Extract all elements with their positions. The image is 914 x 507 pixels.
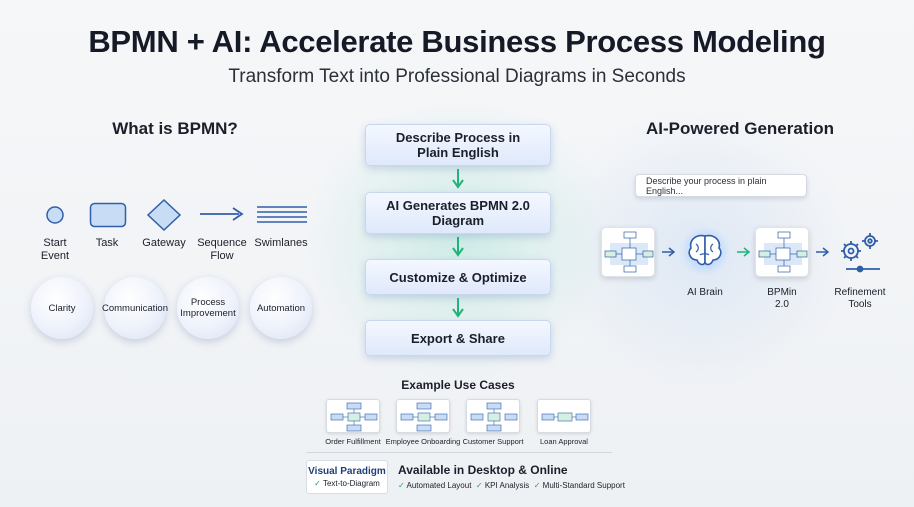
benefit-automation: Automation [250,277,312,339]
check-icon: ✓ [398,481,405,490]
brain-icon [677,223,733,279]
what-is-bpmn-heading: What is BPMN? [112,119,238,138]
visual-paradigm-badge: Visual Paradigm ✓ Text-to-Diagram [306,460,388,494]
use-case-label: Order Fulfillment [325,437,381,446]
use-case-label: Loan Approval [540,437,588,446]
lanes-icon [257,206,307,223]
arrow-down-icon [452,237,464,257]
check-icon: ✓ [314,479,321,488]
arrow-right-icon [816,247,830,257]
circle-icon [46,206,64,224]
brand-name: Visual Paradigm [308,466,386,477]
check-icon: ✓ [533,481,541,490]
arrow-down-icon [452,169,464,189]
element-label-task: Task [95,237,119,249]
step-customize-optimize: Customize & Optimize [365,259,551,295]
use-case-label: Customer Support [462,437,524,446]
element-label-gateway: Gateway [142,237,186,249]
arrow-right-icon [737,247,751,257]
feature-list: ✓ Automated Layout ✓ KPI Analysis ✓ Mult… [398,481,625,490]
mini-diagram-icon [541,412,589,422]
diagram-icon [604,231,654,273]
pipeline-label-ai-brain: AI Brain [687,287,723,298]
benefit-communication: Communication [102,277,168,339]
ai-powered-heading: AI-Powered Generation [646,119,834,138]
output-diagram-card [755,227,809,277]
diamond-icon [146,198,182,232]
diagram-icon [758,231,808,273]
use-case-thumbnail-order [326,399,380,433]
gears-icon [841,233,880,273]
rounded-rect-icon [89,202,127,228]
use-case-thumbnail-support [466,399,520,433]
prompt-input[interactable]: Describe your process in plain English..… [635,174,807,197]
arrow-right-icon [662,247,676,257]
check-icon: ✓ [475,481,483,490]
page-subtitle: Transform Text into Professional Diagram… [228,66,686,87]
brand-feature: ✓ Text-to-Diagram [314,479,380,488]
use-cases-heading: Example Use Cases [401,378,515,392]
benefit-clarity: Clarity [31,277,93,339]
use-case-label: Employee Onboarding [385,437,461,446]
step-export-share: Export & Share [365,320,551,356]
use-case-thumbnail-loan [537,399,591,433]
use-case-thumbnail-onboarding [396,399,450,433]
input-diagram-card [601,227,655,277]
arrow-right-icon [200,207,244,221]
availability-text: Available in Desktop & Online [398,463,568,477]
arrow-down-icon [452,298,464,318]
mini-diagram-icon [470,402,518,432]
mini-diagram-icon [400,402,448,432]
page-title: BPMN + AI: Accelerate Business Process M… [88,24,826,59]
element-label-swimlanes: Swimlanes [254,237,308,249]
mini-diagram-icon [330,402,378,432]
divider [306,452,612,453]
